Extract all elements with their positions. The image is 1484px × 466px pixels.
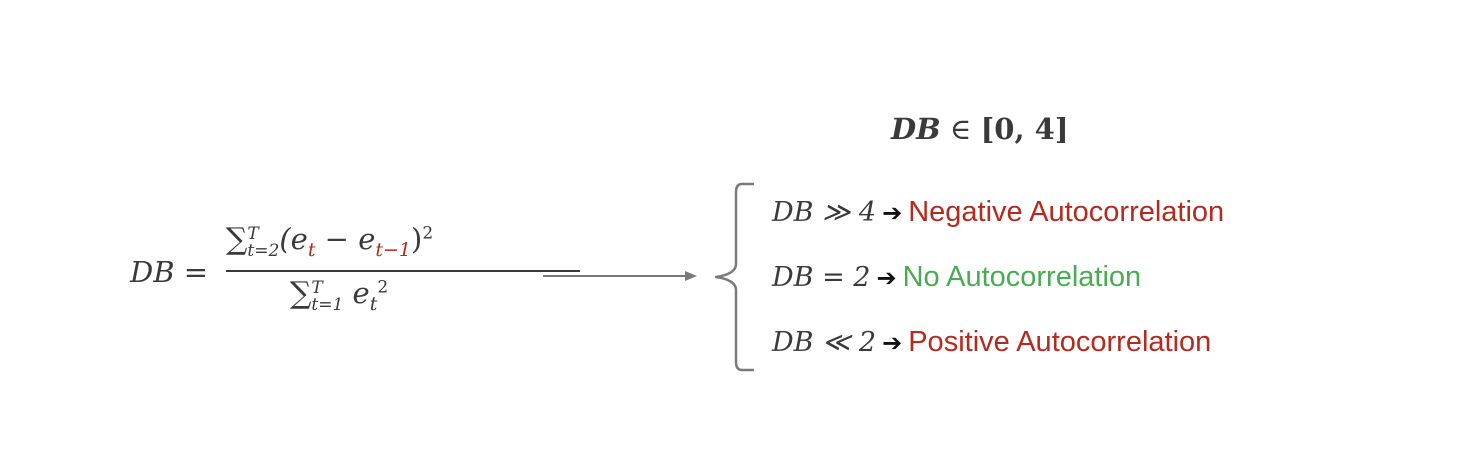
numerator-sub-t: t — [307, 238, 316, 261]
denominator-sum-symbol: ∑ — [290, 276, 312, 311]
range-in-symbol: ∈ — [940, 112, 981, 146]
numerator-open: (e — [279, 222, 308, 256]
formula-lhs: DB = — [130, 255, 209, 289]
rule-label-negative: Negative Autocorrelation — [908, 196, 1225, 228]
rule-condition: DB = 2 — [772, 262, 871, 293]
fraction-line — [226, 270, 580, 272]
rule-row-none: DB = 2➔No Autocorrelation — [772, 261, 1141, 294]
implies-arrow-icon: ➔ — [882, 329, 903, 357]
numerator-sub-t-minus-1: t−1 — [375, 238, 412, 261]
denominator-power: 2 — [377, 277, 389, 298]
numerator-power: 2 — [422, 223, 434, 244]
rule-row-positive: DB ≪ 2➔Positive Autocorrelation — [772, 326, 1211, 359]
range-variable: DB — [891, 112, 941, 146]
numerator-lower-limit: t=2 — [247, 241, 280, 261]
numerator-sum-symbol: ∑ — [226, 222, 248, 257]
rule-label-positive: Positive Autocorrelation — [908, 326, 1212, 358]
numerator-upper-limit: T — [247, 224, 259, 244]
rule-condition: DB ≪ 2 — [772, 327, 877, 358]
denominator-e: e — [343, 276, 370, 310]
range-statement: DB ∈ [0, 4] — [891, 112, 1069, 146]
implies-arrow-icon: ➔ — [876, 264, 897, 292]
range-interval: [0, 4] — [980, 112, 1069, 146]
left-brace — [714, 182, 754, 372]
denominator-sub-t: t — [369, 292, 378, 315]
rule-row-negative: DB ≫ 4➔Negative Autocorrelation — [772, 196, 1224, 229]
right-arrow-connector — [543, 271, 697, 281]
rule-label-none: No Autocorrelation — [902, 261, 1142, 293]
denominator-lower-limit: t=1 — [311, 295, 344, 315]
numerator-minus: − e — [315, 222, 376, 256]
denominator-upper-limit: T — [311, 278, 323, 298]
rule-condition: DB ≫ 4 — [772, 197, 877, 228]
numerator-close: ) — [411, 222, 423, 256]
implies-arrow-icon: ➔ — [882, 199, 903, 227]
